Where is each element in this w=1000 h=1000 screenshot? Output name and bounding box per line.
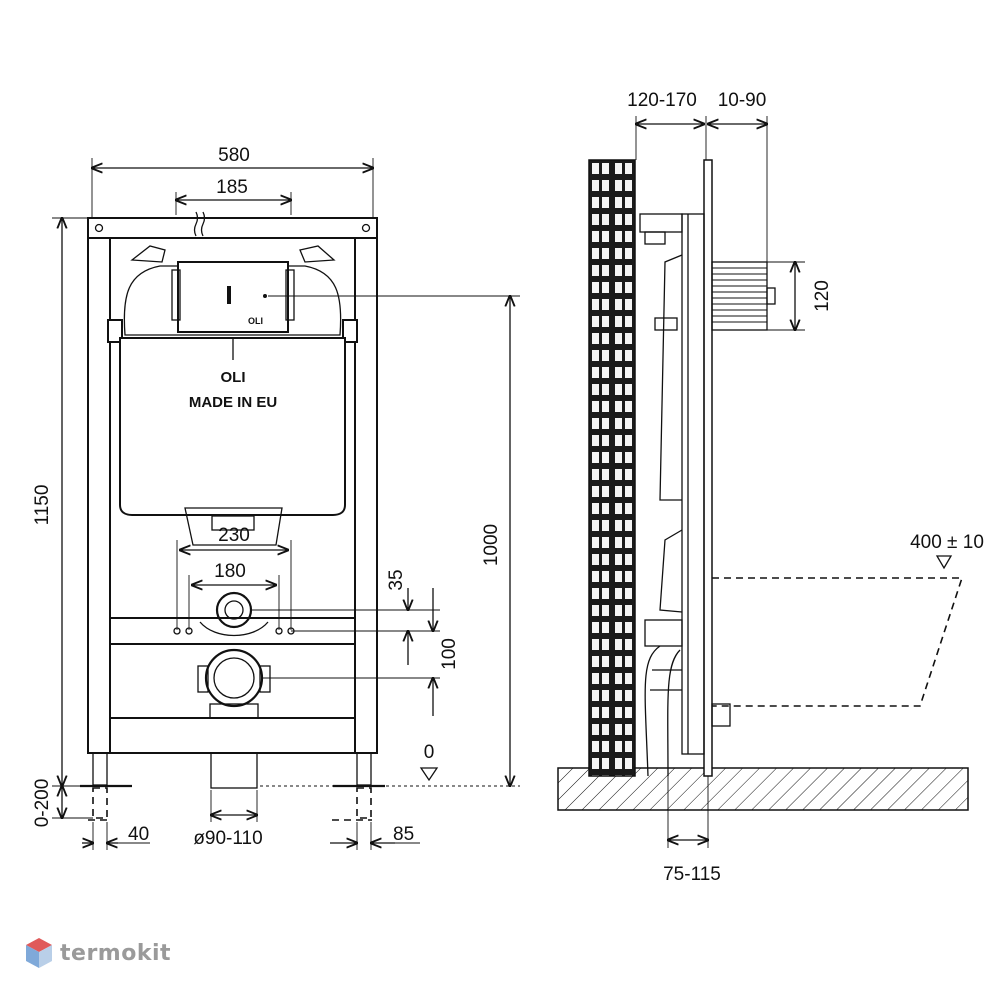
water-inlet — [711, 261, 768, 331]
front-view: OLI OLI MADE IN EU — [32, 145, 520, 850]
watermark-text: termokit — [60, 940, 172, 966]
dim-offset-pipe: 100 — [439, 638, 460, 670]
dim-leg-adjust: 0-200 — [32, 779, 53, 828]
dim-height-overall: 1150 — [32, 485, 53, 526]
cistern-body — [119, 337, 346, 516]
front-panel — [703, 159, 713, 777]
dim-foot-left: 40 — [128, 824, 149, 845]
dim-height-connection: 1000 — [481, 524, 502, 566]
dim-width-overall: 580 — [218, 145, 250, 166]
tiled-wall — [588, 159, 636, 777]
side-view: 120-170 10-90 120 400 ± 10 75-115 — [557, 90, 984, 885]
dim-width-inner: 185 — [216, 177, 248, 198]
top-crossbar — [87, 217, 378, 239]
dim-inlet-height: 120 — [812, 280, 833, 312]
right-upright — [354, 217, 378, 754]
mount-hole-icon — [361, 223, 371, 233]
dim-offset-small: 35 — [386, 569, 407, 590]
dim-foot-right: 85 — [393, 824, 414, 845]
level-marker-icon — [419, 767, 439, 782]
bowl-level-marker-icon — [935, 555, 953, 570]
hexagon-logo-icon — [26, 938, 52, 968]
plate-brand-label: OLI — [248, 316, 263, 326]
mount-hole-icon — [94, 223, 104, 233]
dim-zero-level: 0 — [424, 742, 435, 763]
left-upright — [87, 217, 111, 754]
toilet-bowl-outline — [712, 577, 964, 707]
bottom-crossbar — [109, 717, 356, 754]
dim-floor-offset: 75-115 — [663, 864, 721, 885]
dim-drain-diameter: ø90-110 — [193, 828, 262, 849]
watermark: termokit — [24, 936, 171, 970]
flush-plate — [177, 261, 289, 333]
made-in-label: MADE IN EU — [189, 394, 277, 411]
brand-label: OLI — [221, 369, 246, 386]
dim-bowl-height: 400 ± 10 — [910, 532, 984, 553]
dim-bolt-outer: 230 — [218, 525, 250, 546]
dim-bolt-inner: 180 — [214, 561, 246, 582]
dim-wall-gap: 120-170 — [627, 90, 697, 111]
dim-panel-gap: 10-90 — [718, 90, 767, 111]
